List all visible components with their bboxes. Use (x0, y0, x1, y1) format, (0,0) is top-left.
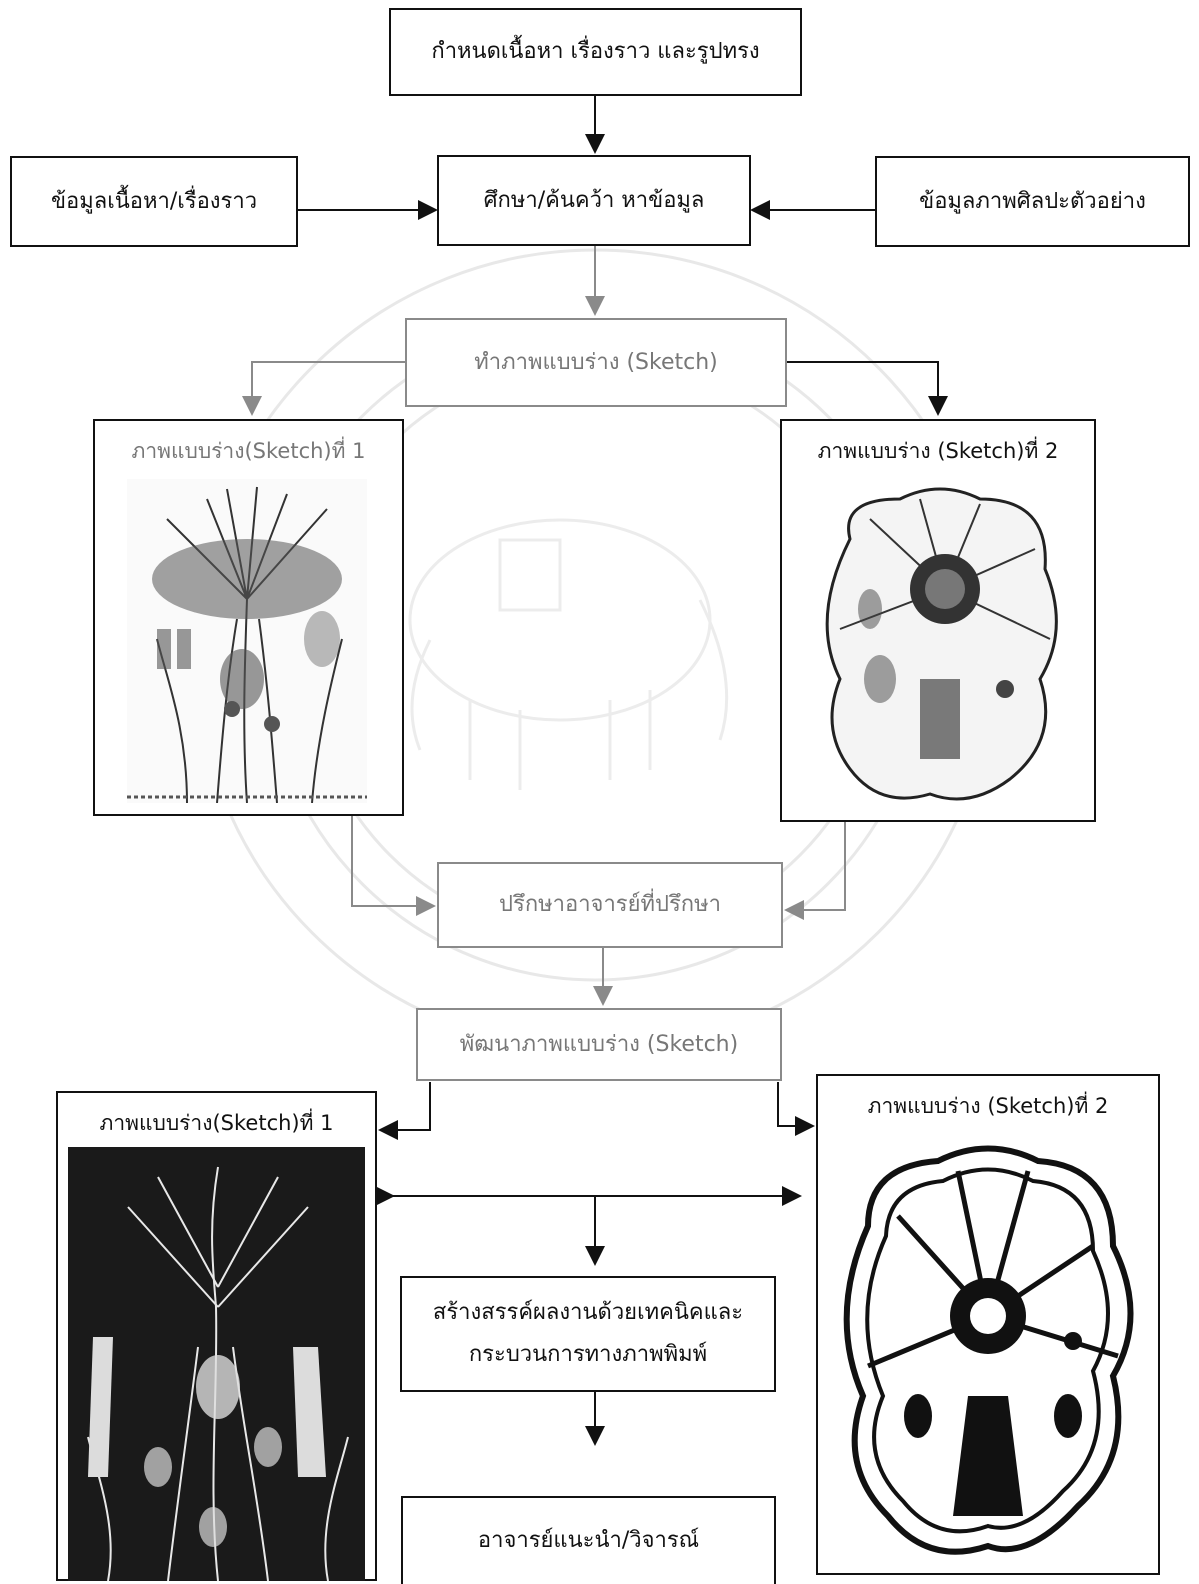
lotus-leaf-print-illustration (843, 1145, 1134, 1555)
consult-label: ปรึกษาอาจารย์ที่ปรึกษา (499, 892, 721, 918)
consult-box: ปรึกษาอาจารย์ที่ปรึกษา (437, 862, 783, 948)
research-label: ศึกษา/ค้นคว้า หาข้อมูล (483, 187, 705, 213)
developed-sketch2-frame: ภาพแบบร่าง (Sketch)ที่ 2 (816, 1074, 1160, 1575)
lotus-leaf-sketch-illustration (825, 487, 1058, 801)
developed-sketch2-caption: ภาพแบบร่าง (Sketch)ที่ 2 (867, 1094, 1109, 1118)
developed-sketch1-frame: ภาพแบบร่าง(Sketch)ที่ 1 (56, 1091, 377, 1581)
critique-label: อาจารย์แนะนำ/วิจารณ์ (477, 1528, 700, 1554)
define-content-label: กำหนดเนื้อหา เรื่องราว และรูปทรง (431, 39, 760, 65)
develop-label: พัฒนาภาพแบบร่าง (Sketch) (459, 1031, 739, 1057)
critique-box: อาจารย์แนะนำ/วิจารณ์ (401, 1496, 776, 1584)
developed-sketch1-caption: ภาพแบบร่าง(Sketch)ที่ 1 (99, 1111, 334, 1135)
art-info-box: ข้อมูลภาพศิลปะตัวอย่าง (875, 156, 1190, 247)
art-info-label: ข้อมูลภาพศิลปะตัวอย่าง (919, 188, 1146, 214)
create-work-label-line1: สร้างสรรค์ผลงานด้วยเทคนิคและ (432, 1300, 744, 1326)
sketch2-caption: ภาพแบบร่าง (Sketch)ที่ 2 (817, 439, 1059, 463)
create-work-box: สร้างสรรค์ผลงานด้วยเทคนิคและ กระบวนการทา… (400, 1276, 776, 1392)
define-content-box: กำหนดเนื้อหา เรื่องราว และรูปทรง (389, 8, 802, 96)
develop-box: พัฒนาภาพแบบร่าง (Sketch) (416, 1008, 782, 1081)
sketch1-caption: ภาพแบบร่าง(Sketch)ที่ 1 (131, 439, 366, 463)
sketch2-frame: ภาพแบบร่าง (Sketch)ที่ 2 (780, 419, 1096, 822)
tree-print-illustration (68, 1147, 365, 1581)
tree-sketch-illustration (127, 479, 367, 803)
sketch1-frame: ภาพแบบร่าง(Sketch)ที่ 1 (93, 419, 404, 816)
content-info-box: ข้อมูลเนื้อหา/เรื่องราว (10, 156, 298, 247)
sketch-box: ทำภาพแบบร่าง (Sketch) (405, 318, 787, 407)
content-info-label: ข้อมูลเนื้อหา/เรื่องราว (50, 188, 258, 214)
sketch-label: ทำภาพแบบร่าง (Sketch) (474, 349, 718, 375)
create-work-label-line2: กระบวนการทางภาพพิมพ์ (468, 1342, 708, 1367)
research-box: ศึกษา/ค้นคว้า หาข้อมูล (437, 155, 751, 246)
